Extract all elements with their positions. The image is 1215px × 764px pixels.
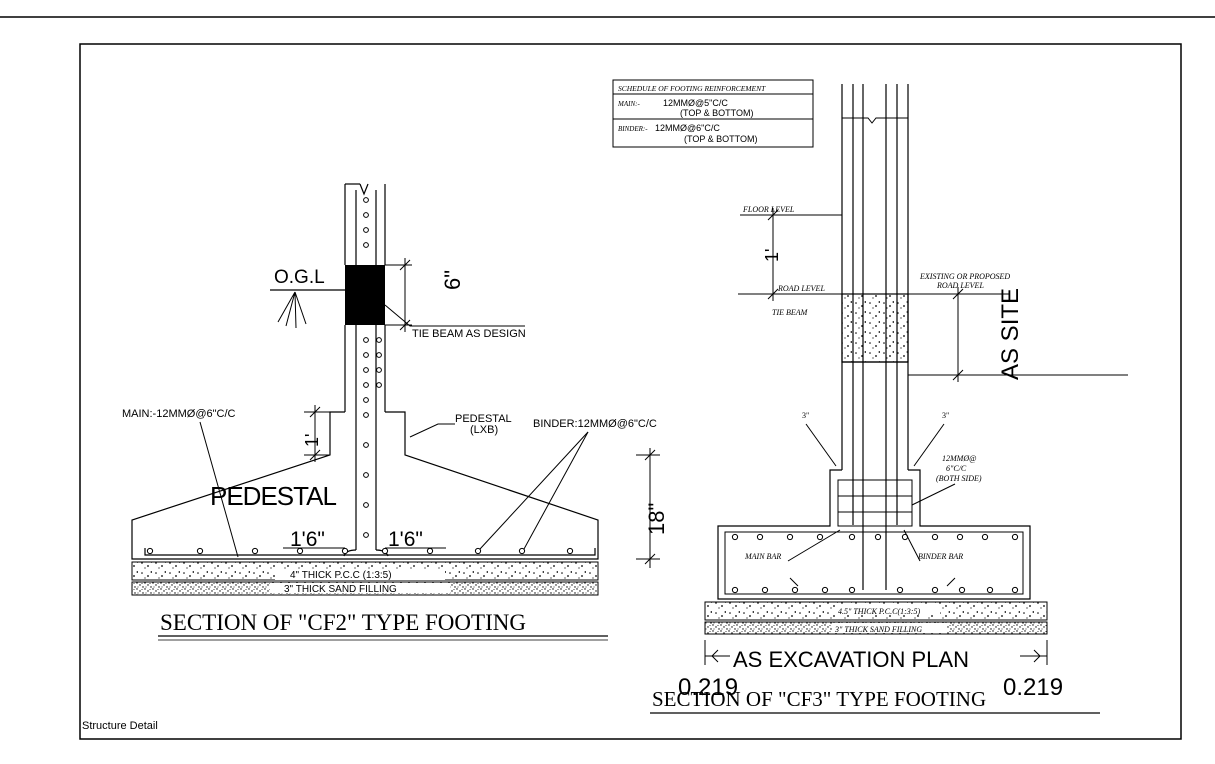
cf3-excavation: AS EXCAVATION PLAN bbox=[733, 647, 969, 672]
schedule-binder-note: (TOP & BOTTOM) bbox=[684, 134, 758, 144]
schedule-binder-value: 12MMØ@6"C/C bbox=[655, 123, 720, 133]
schedule-binder-key: BINDER:- bbox=[618, 125, 648, 133]
cf3-tie-beam-label: TIE BEAM bbox=[772, 308, 809, 317]
cf2-offset-right: 1'6" bbox=[388, 528, 423, 551]
schedule-main-key: MAIN:- bbox=[617, 100, 640, 108]
drawing-border bbox=[79, 43, 1182, 740]
cf3-tie-beam bbox=[841, 293, 909, 363]
cf3-title: SECTION OF "CF3" TYPE FOOTING bbox=[652, 687, 986, 711]
cf2-pcc-label: 4" THICK P.C.C (1:3:5) bbox=[290, 570, 392, 581]
cf2-title: SECTION OF "CF2" TYPE FOOTING bbox=[160, 610, 526, 635]
cf2-sand-label: 3" THICK SAND FILLING bbox=[284, 584, 397, 595]
cf3-sand-label: 3" THICK SAND FILLING bbox=[834, 625, 922, 634]
schedule-title: SCHEDULE OF FOOTING REINFORCEMENT bbox=[618, 84, 766, 93]
cf2-pedestal-text: PEDESTAL bbox=[210, 481, 336, 511]
cf3-existing-road-2: ROAD LEVEL bbox=[936, 281, 984, 290]
cf2-offset-left: 1'6" bbox=[290, 528, 325, 551]
cf2-base-bars bbox=[146, 547, 574, 555]
cf2-tie-depth: 6" bbox=[440, 270, 465, 290]
cf2-column-bars bbox=[363, 197, 382, 538]
cf3-floor-height: 1' bbox=[762, 249, 782, 262]
schedule-table: SCHEDULE OF FOOTING REINFORCEMENT MAIN:-… bbox=[612, 79, 814, 148]
cf3-ring-spacing: 6"C/C bbox=[946, 464, 967, 473]
cf3-offset-left: 3" bbox=[802, 411, 809, 420]
cf3-ring-side: (BOTH SIDE) bbox=[936, 474, 982, 483]
cf2-main-label: MAIN:-12MMØ@6"C/C bbox=[122, 408, 236, 420]
cf3-offset-right: 3" bbox=[942, 411, 949, 420]
cf2-tie-beam-label: TIE BEAM AS DESIGN bbox=[412, 328, 526, 340]
cf2-tie-beam bbox=[345, 265, 385, 325]
cf2-footing-depth: 18" bbox=[644, 503, 669, 535]
cf3-dim-right: 0.219 bbox=[1003, 674, 1063, 701]
cf3-main-bar: MAIN BAR bbox=[744, 552, 781, 561]
schedule-main-note: (TOP & BOTTOM) bbox=[680, 108, 754, 118]
cf3-road-level: ROAD LEVEL bbox=[777, 284, 825, 293]
cf3-pcc-label: 4.5" THICK P.C.C(1:3:5) bbox=[838, 607, 920, 616]
cf3-base-bars bbox=[731, 533, 1019, 594]
cf3-dim-left: 0.219 bbox=[678, 674, 738, 701]
cf3-ring-label: 12MMØ@ bbox=[942, 454, 976, 463]
cf2-pedestal-label: PEDESTAL bbox=[455, 413, 512, 425]
cf2-pedestal-dim: (LXB) bbox=[470, 424, 498, 436]
cf2-ogl-label: O.G.L bbox=[274, 267, 325, 288]
cf2-pedestal-height: 1' bbox=[302, 434, 322, 447]
cf3-floor-level: FLOOR LEVEL bbox=[742, 205, 795, 214]
cf3-binder-bar: BINDER BAR bbox=[918, 552, 963, 561]
cf3-as-site: AS SITE bbox=[997, 288, 1024, 380]
cf2-binder-label: BINDER:12MMØ@6"C/C bbox=[533, 418, 657, 430]
cf3-existing-road: EXISTING OR PROPOSED bbox=[919, 272, 1010, 281]
schedule-main-value: 12MMØ@5"C/C bbox=[663, 98, 728, 108]
footer-label: Structure Detail bbox=[82, 720, 158, 732]
